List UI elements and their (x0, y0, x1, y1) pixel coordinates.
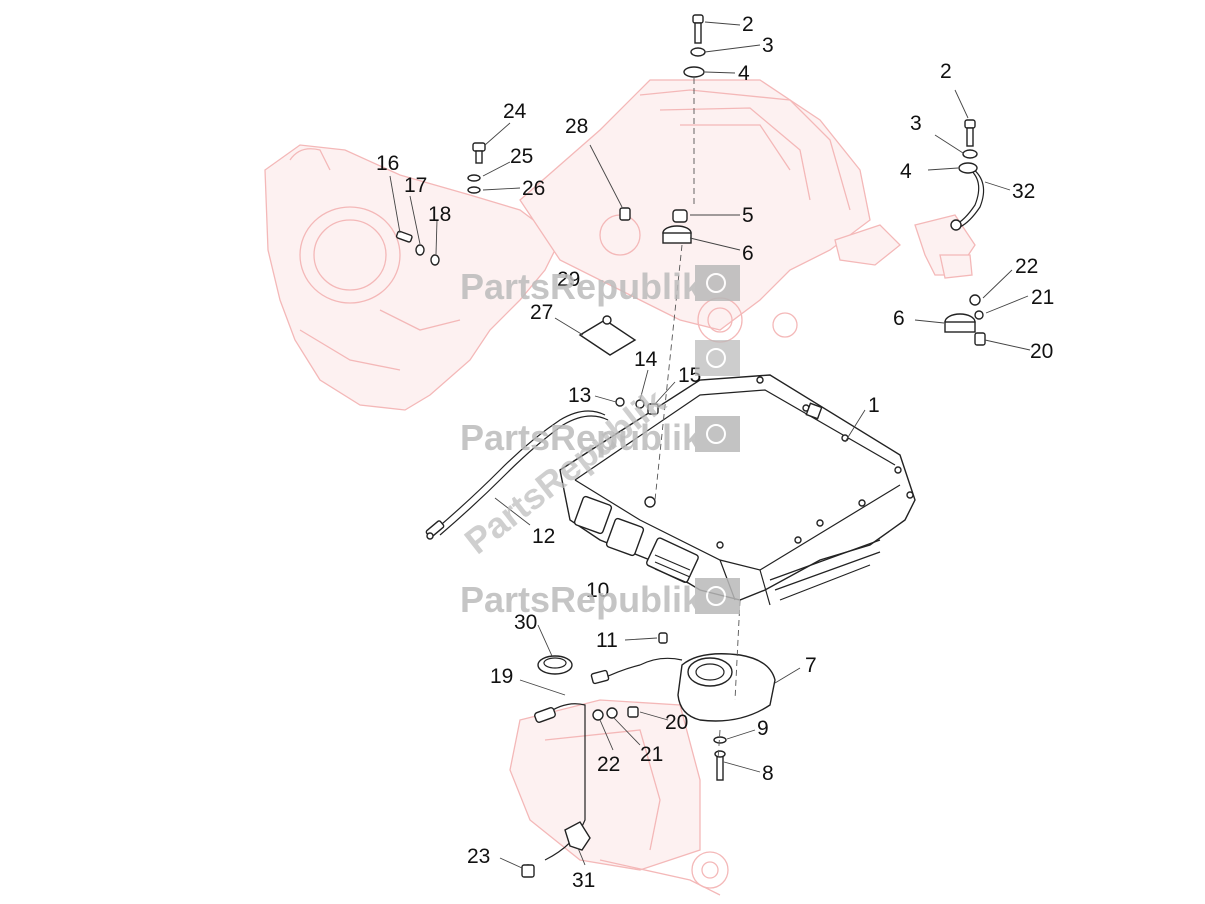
callout-label: 24 (503, 100, 527, 123)
leader-lines (389, 21, 1031, 869)
callout-label: 25 (510, 145, 533, 168)
callout-label: 8 (762, 762, 774, 785)
callout-label: 22 (597, 753, 620, 776)
watermark-1: PartsRepublik (460, 265, 740, 307)
callout-label: 23 (467, 845, 490, 868)
callout-label: 9 (757, 717, 769, 740)
gear-icon (706, 586, 726, 606)
callout-label: 30 (514, 611, 537, 634)
callout-labels: 1 2 3 4 5 6 2 3 4 32 22 21 6 20 24 25 26… (376, 13, 1054, 892)
watermark-badge (695, 578, 740, 614)
callout-label: 6 (742, 242, 754, 265)
sensor-part-7 (590, 653, 776, 722)
grommet-part-30 (537, 655, 573, 675)
ghost-frame (264, 79, 976, 896)
callout-label: 17 (404, 174, 427, 197)
callout-label: 29 (557, 268, 580, 291)
callout-label: 2 (940, 60, 952, 83)
callout-label: 22 (1015, 255, 1038, 278)
callout-label: 18 (428, 203, 451, 226)
controller-unit-part-1 (559, 374, 916, 606)
callout-label: 31 (572, 869, 595, 892)
clip-part-31 (564, 821, 591, 851)
callout-label: 20 (1030, 340, 1053, 363)
watermark-badge (695, 265, 740, 301)
callout-label: 2 (742, 13, 754, 36)
gear-icon (706, 348, 726, 368)
gear-icon (706, 424, 726, 444)
callout-label: 28 (565, 115, 588, 138)
gear-icon (706, 273, 726, 293)
callout-label: 4 (738, 62, 750, 85)
callout-label: 19 (490, 665, 513, 688)
callout-label: 20 (665, 711, 688, 734)
cable-part-12 (425, 410, 609, 540)
ground-strap-part-32 (950, 167, 985, 231)
fasteners (395, 14, 986, 878)
watermark-badge (695, 416, 740, 452)
watermark-top-gear (695, 340, 740, 376)
callout-label: 6 (893, 307, 905, 330)
callout-label: 10 (586, 579, 609, 602)
watermark-2: PartsRepublik (460, 416, 740, 458)
callout-label: 3 (910, 112, 922, 135)
callout-label: 11 (596, 629, 618, 652)
callout-label: 32 (1012, 180, 1035, 203)
callout-label: 14 (634, 348, 658, 371)
callout-label: 21 (1031, 286, 1054, 309)
callout-label: 27 (530, 301, 553, 324)
callout-label: 12 (532, 525, 555, 548)
watermark-3: PartsRepublik (460, 578, 740, 620)
watermark-text: PartsRepublik (460, 579, 703, 620)
callout-label: 1 (868, 394, 880, 417)
watermark-badge (695, 340, 740, 376)
callout-label: 21 (640, 743, 663, 766)
rim-screws (644, 376, 914, 549)
callout-label: 13 (568, 384, 591, 407)
assembly-lines (654, 78, 741, 761)
watermark-text: PartsRepublik (460, 417, 703, 458)
callout-label: 5 (742, 204, 754, 227)
callout-label: 16 (376, 152, 399, 175)
callout-label: 26 (522, 177, 545, 200)
watermark-text: PartsRepublik (460, 266, 703, 307)
callout-label: 4 (900, 160, 912, 183)
callout-label: 3 (762, 34, 774, 57)
callout-label: 7 (805, 654, 817, 677)
